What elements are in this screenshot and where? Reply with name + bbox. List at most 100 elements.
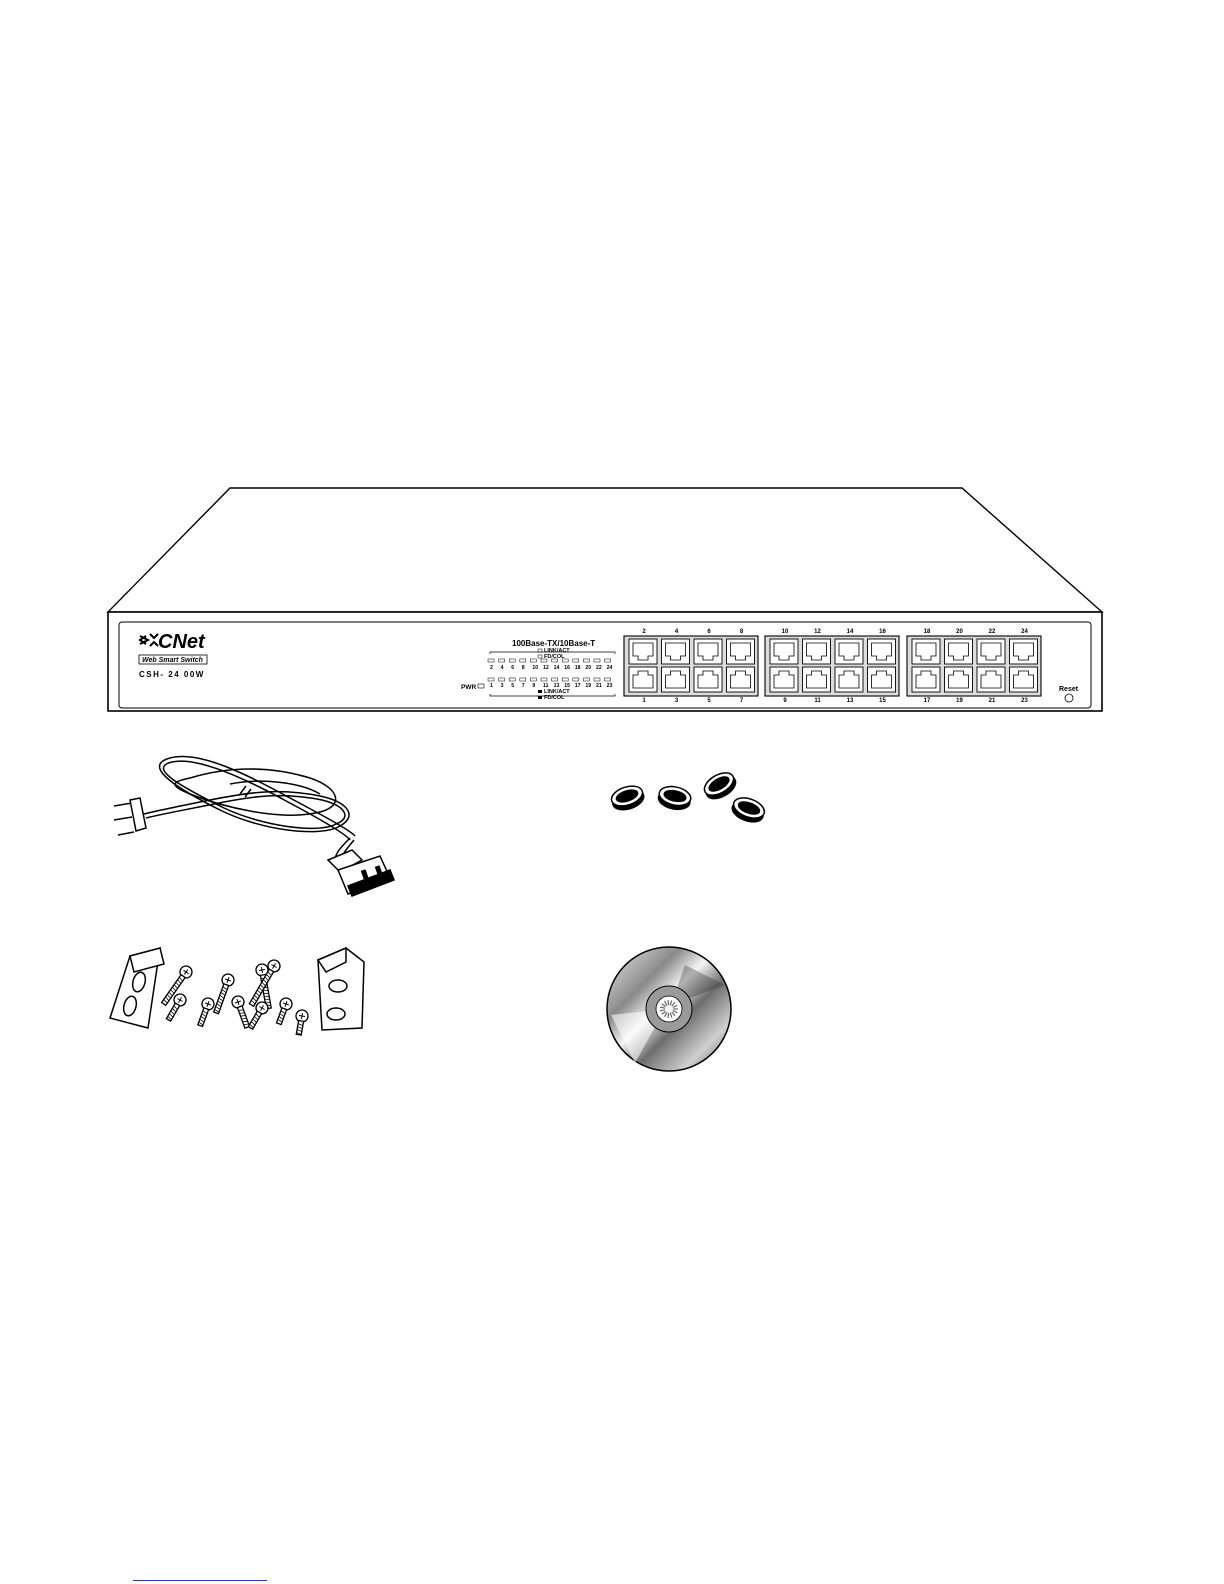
power-led-label: PWR [461, 684, 476, 691]
led-port-number: 18 [575, 665, 581, 671]
led-port-number: 3 [501, 683, 504, 689]
port-number-top: 14 [847, 629, 854, 635]
port-number-top: 20 [956, 629, 963, 635]
rj45-port [694, 639, 722, 664]
led-port-number: 7 [522, 683, 525, 689]
brand-logo-text: CNet [158, 631, 206, 653]
port-led [552, 659, 558, 662]
port-led [520, 678, 526, 681]
port-led [509, 678, 515, 681]
port-led [541, 659, 547, 662]
rj45-port [977, 639, 1005, 664]
port-number-bottom: 15 [879, 698, 886, 704]
rj45-port [912, 639, 940, 664]
led-port-number: 20 [585, 665, 591, 671]
rj45-port [629, 667, 657, 692]
led-port-number: 10 [532, 665, 538, 671]
rubber-feet-icon [605, 768, 775, 828]
led-port-number: 12 [543, 665, 549, 671]
led-port-number: 8 [522, 665, 525, 671]
screw [194, 996, 215, 1027]
port-led [520, 659, 526, 662]
port-led [530, 678, 536, 681]
rj45-port [1010, 667, 1038, 692]
led-legend-swatch [538, 690, 542, 693]
screw [273, 996, 294, 1025]
led-port-number: 2 [490, 665, 493, 671]
port-led [488, 678, 494, 681]
led-port-number: 13 [554, 683, 560, 689]
rack-mount-kit-icon [100, 942, 370, 1042]
led-port-number: 5 [511, 683, 514, 689]
reset-button [1065, 694, 1073, 702]
port-led [488, 659, 494, 662]
rj45-port [662, 639, 690, 664]
port-number-top: 12 [814, 629, 821, 635]
port-led [499, 659, 505, 662]
led-port-number: 16 [564, 665, 570, 671]
switch-subtitle: Web Smart Switch [142, 657, 203, 664]
port-led [562, 678, 568, 681]
led-port-number: 19 [585, 683, 591, 689]
port-led [583, 678, 589, 681]
port-led [573, 659, 579, 662]
power-led [478, 684, 484, 688]
port-led [509, 659, 515, 662]
port-led [541, 678, 547, 681]
rj45-port [770, 639, 798, 664]
rj45-port [803, 667, 831, 692]
led-legend-swatch [538, 696, 542, 699]
led-port-number: 4 [501, 665, 504, 671]
rj45-port [662, 667, 690, 692]
rj45-port [835, 639, 863, 664]
rj45-port [945, 667, 973, 692]
port-number-bottom: 11 [814, 698, 821, 704]
port-led [594, 678, 600, 681]
rj45-port [868, 639, 896, 664]
led-port-number: 23 [607, 683, 613, 689]
rj45-port [803, 639, 831, 664]
port-number-top: 22 [989, 629, 996, 635]
rj45-port [835, 667, 863, 692]
port-number-bottom: 23 [1021, 698, 1028, 704]
rj45-port [868, 667, 896, 692]
port-led [583, 659, 589, 662]
port-type-label: 100Base-TX/10Base-T [512, 639, 595, 648]
rj45-port [629, 639, 657, 664]
port-led [552, 678, 558, 681]
port-number-top: 10 [782, 629, 789, 635]
led-port-number: 9 [532, 683, 535, 689]
rj45-port [770, 667, 798, 692]
port-led [605, 659, 611, 662]
port-number-bottom: 19 [956, 698, 963, 704]
port-led [562, 659, 568, 662]
cd-ray [668, 1013, 669, 1018]
led-port-number: 1 [490, 683, 493, 689]
port-led [573, 678, 579, 681]
screw [293, 1009, 309, 1036]
rj45-port [945, 639, 973, 664]
port-led [605, 678, 611, 681]
led-port-number: 6 [511, 665, 514, 671]
rj45-port [1010, 639, 1038, 664]
screws-group [159, 958, 309, 1036]
led-legend-swatch [538, 649, 542, 652]
rj45-port [694, 667, 722, 692]
port-number-bottom: 17 [924, 698, 931, 704]
led-port-number: 22 [596, 665, 602, 671]
cd-ray [668, 1000, 669, 1005]
rj45-port [727, 667, 755, 692]
port-led [530, 659, 536, 662]
screw [210, 972, 235, 1015]
led-port-number: 15 [564, 683, 570, 689]
model-number: CSH- 24 00W [139, 670, 205, 679]
rj45-port [912, 667, 940, 692]
rj45-port [977, 667, 1005, 692]
led-port-number: 24 [607, 665, 613, 671]
led-legend-swatch [538, 655, 542, 658]
rj45-port [727, 639, 755, 664]
